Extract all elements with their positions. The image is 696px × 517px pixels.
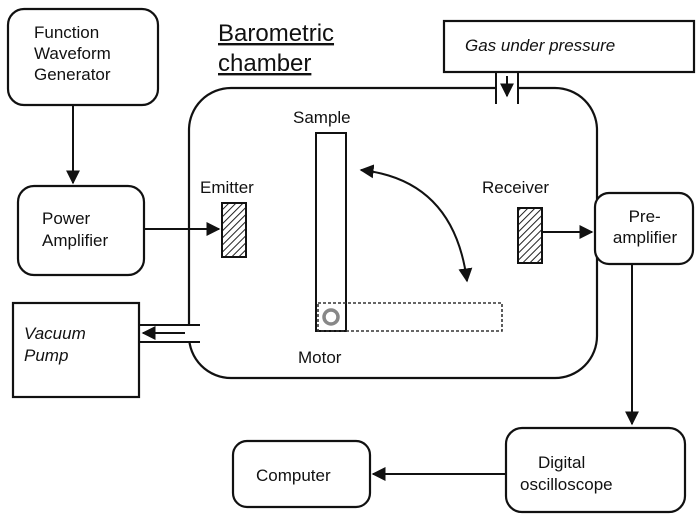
- preamplifier-block: [593, 191, 695, 266]
- oscilloscope-block: [504, 426, 687, 514]
- sample-label: Sample: [293, 108, 351, 127]
- power-amplifier-block: [16, 184, 146, 277]
- receiver-label: Receiver: [482, 178, 549, 197]
- receiver-transducer: [517, 207, 543, 264]
- vacuum-pump-block: [11, 301, 141, 399]
- computer-label: Computer: [256, 466, 331, 485]
- emitter-label: Emitter: [200, 178, 254, 197]
- gas-supply-block: [442, 19, 696, 74]
- power-amplifier-label: Power Amplifier: [42, 209, 108, 250]
- chamber-title-line2: chamber: [218, 50, 311, 77]
- vacuum-pump-label: Vacuum Pump: [24, 324, 90, 365]
- rotation-arrow: [359, 164, 473, 283]
- sample-rotated-position: [317, 302, 503, 332]
- sample-plate: [315, 132, 347, 332]
- preamplifier-label: Pre- amplifier: [613, 207, 678, 247]
- oscilloscope-label: Digital oscilloscope: [520, 453, 613, 494]
- motor-label: Motor: [298, 348, 342, 367]
- function-generator-block: [6, 7, 160, 107]
- chamber-title-line1: Barometric: [218, 20, 334, 47]
- emitter-transducer: [221, 202, 247, 258]
- function-generator-label: Function Waveform Generator: [34, 23, 116, 84]
- vacuum-outlet-gap: [183, 325, 195, 342]
- computer-block: [231, 439, 372, 509]
- motor-shaft: [322, 308, 340, 326]
- gas-supply-label: Gas under pressure: [465, 36, 615, 55]
